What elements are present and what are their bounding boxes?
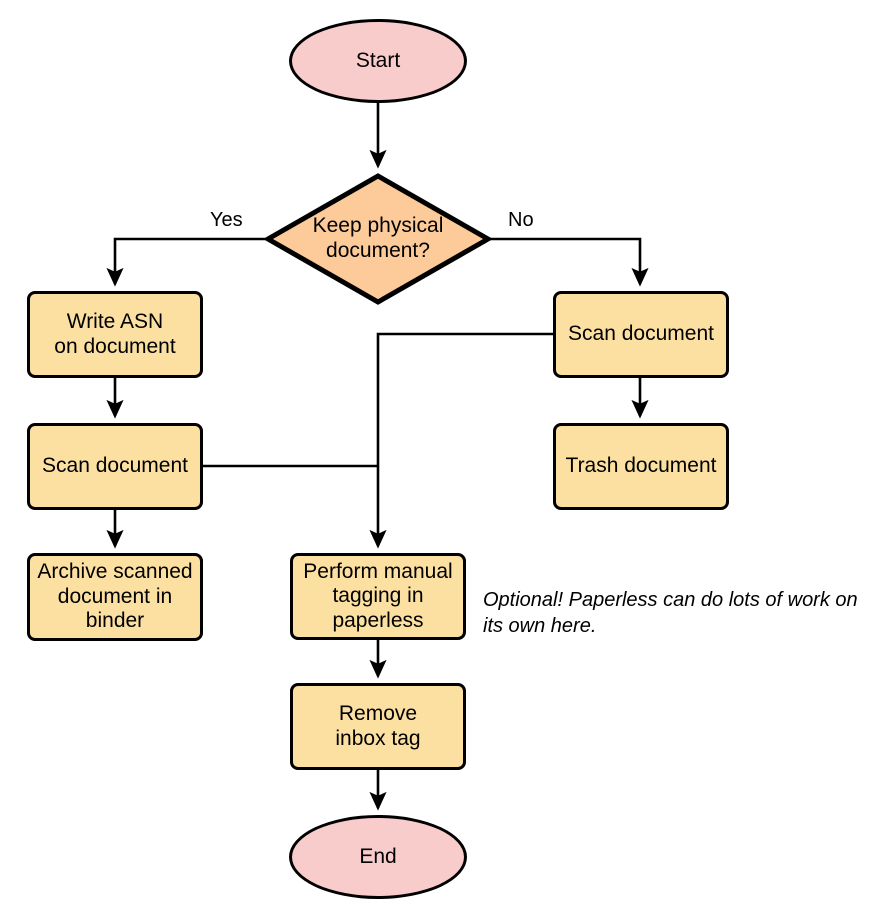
node-remove-inbox-label-wrap: Remove inbox tag xyxy=(335,702,420,751)
node-scan-document-left[interactable]: Scan document xyxy=(27,423,203,510)
node-end-label: End xyxy=(359,844,397,868)
node-archive-label-wrap: Archive scanned document in binder xyxy=(37,560,192,634)
node-scan-document-left-label: Scan document xyxy=(42,454,188,478)
node-decision-label-wrap: Keep physical document? xyxy=(265,214,491,263)
edge-decision-yes-to-write-asn xyxy=(106,237,265,287)
node-tagging-label-line3: paperless xyxy=(332,608,424,632)
node-remove-inbox-label-line1: Remove xyxy=(338,701,418,725)
node-archive-label-line3: binder xyxy=(85,609,145,633)
node-perform-manual-tagging[interactable]: Perform manual tagging in paperless xyxy=(290,553,466,640)
node-archive-label-line1: Archive scanned xyxy=(37,560,193,584)
node-decision-label-line2: document? xyxy=(326,239,430,262)
node-start[interactable]: Start xyxy=(289,19,467,103)
node-write-asn-label-line1: Write ASN xyxy=(66,309,164,333)
edge-decision-no-to-scan-right xyxy=(490,237,649,287)
node-start-label: Start xyxy=(355,48,401,72)
diamond-shape-icon xyxy=(265,173,491,305)
edge-scan-right-to-tagging xyxy=(369,332,553,549)
node-write-asn-label-wrap: Write ASN on document xyxy=(54,310,175,359)
node-trash-document[interactable]: Trash document xyxy=(553,423,729,510)
node-archive-scanned-document[interactable]: Archive scanned document in binder xyxy=(27,553,203,641)
annotation-optional-note-line1: Optional! Paperless can do lots of work … xyxy=(483,589,858,611)
node-decision-keep-physical-document[interactable]: Keep physical document? xyxy=(265,173,491,305)
node-tagging-label-line2: tagging in xyxy=(332,584,424,608)
node-remove-inbox-label-line2: inbox tag xyxy=(335,726,421,750)
node-tagging-label-line1: Perform manual xyxy=(303,559,453,583)
edge-label-yes: Yes xyxy=(210,209,243,231)
node-tagging-label-wrap: Perform manual tagging in paperless xyxy=(303,560,452,634)
annotation-optional-note: Optional! Paperless can do lots of work … xyxy=(483,588,883,639)
node-end[interactable]: End xyxy=(289,815,467,899)
node-write-asn-on-document[interactable]: Write ASN on document xyxy=(27,291,203,378)
annotation-optional-note-line2: its own here. xyxy=(483,614,597,637)
node-scan-document-right-label: Scan document xyxy=(568,322,714,346)
node-archive-label-line2: document in xyxy=(57,584,173,608)
edge-label-no: No xyxy=(508,209,534,231)
node-remove-inbox-tag[interactable]: Remove inbox tag xyxy=(290,683,466,770)
node-scan-document-right[interactable]: Scan document xyxy=(553,291,729,378)
node-decision-label-line1: Keep physical xyxy=(312,214,444,238)
node-trash-document-label: Trash document xyxy=(565,454,717,478)
node-write-asn-label-line2: on document xyxy=(54,334,176,358)
